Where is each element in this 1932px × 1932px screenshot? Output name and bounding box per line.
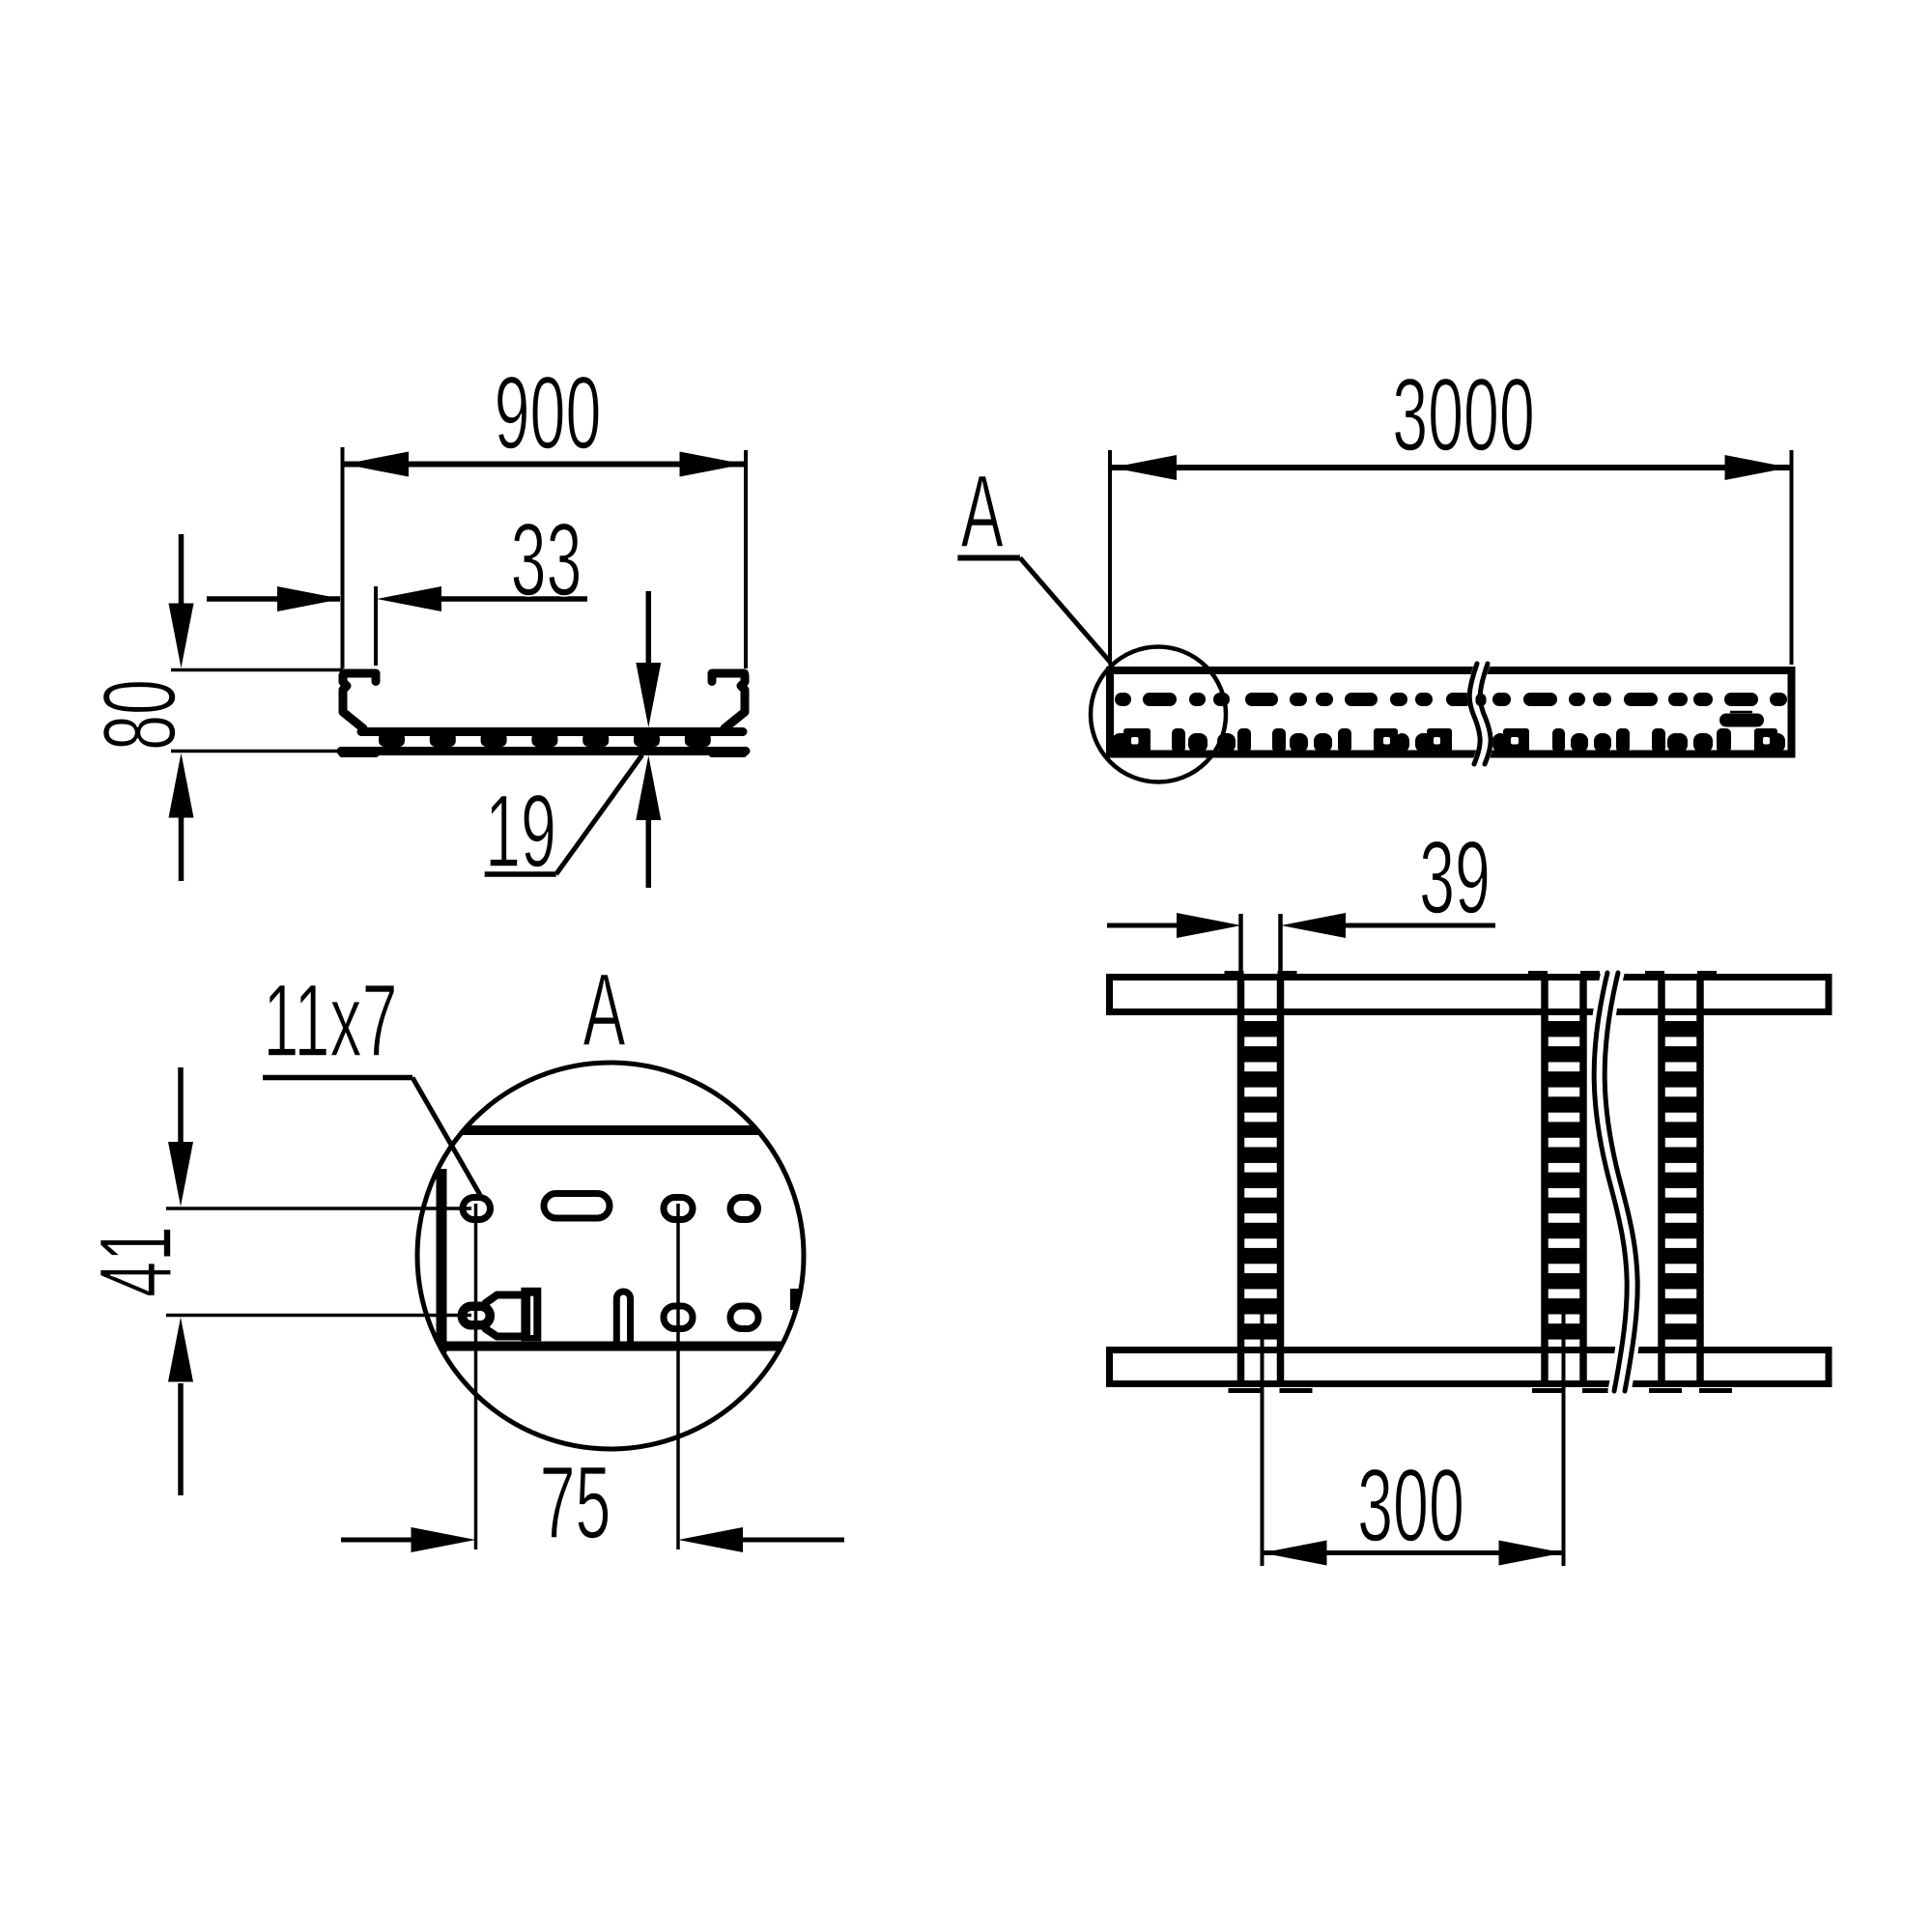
svg-text:A: A xyxy=(582,952,626,1067)
svg-text:300: 300 xyxy=(1357,1447,1464,1563)
svg-text:A: A xyxy=(961,453,1005,569)
svg-text:75: 75 xyxy=(540,1444,611,1560)
svg-text:900: 900 xyxy=(495,355,602,470)
svg-text:33: 33 xyxy=(511,501,582,617)
svg-text:80: 80 xyxy=(81,679,197,751)
svg-text:39: 39 xyxy=(1419,819,1491,935)
svg-text:11x7: 11x7 xyxy=(264,962,398,1078)
svg-text:19: 19 xyxy=(485,773,556,889)
svg-text:3000: 3000 xyxy=(1392,356,1535,472)
svg-text:41: 41 xyxy=(77,1226,193,1297)
